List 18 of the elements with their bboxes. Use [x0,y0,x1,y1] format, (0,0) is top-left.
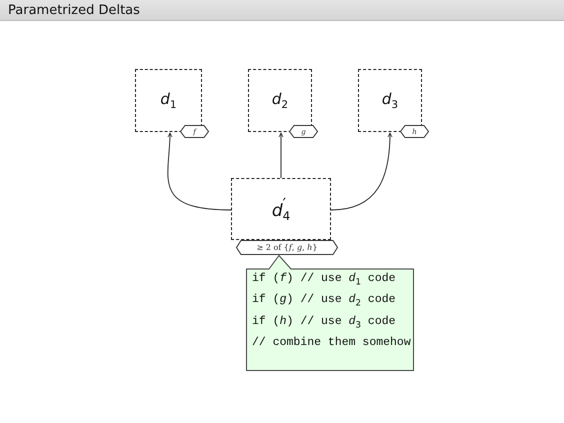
delta-box [248,69,312,132]
arrow [278,132,284,178]
tag-label: ≥ 2 of {f, g, h} [256,243,318,252]
arrow [167,132,232,210]
code-callout [246,255,414,371]
arrow [330,132,392,210]
code-line: if (g) // use d$_{2}$ code [252,292,397,311]
feature-tag [180,125,209,138]
code-line: if (h) // use d$_{3}$ code [252,314,397,332]
slide-title: Parametrized Deltas [0,0,564,21]
delta-label: d$_{2}$ [272,90,288,111]
delta-box [358,69,422,132]
code-line: if (f) // use d$_{1}$ code [252,271,397,290]
feature-tag [400,125,429,138]
code-line: // combine them somehow [252,334,410,351]
delta-label: d$_{1}$ [160,90,177,111]
delta-label: d$_{3}$ [382,90,398,111]
feature-tag [289,125,318,138]
